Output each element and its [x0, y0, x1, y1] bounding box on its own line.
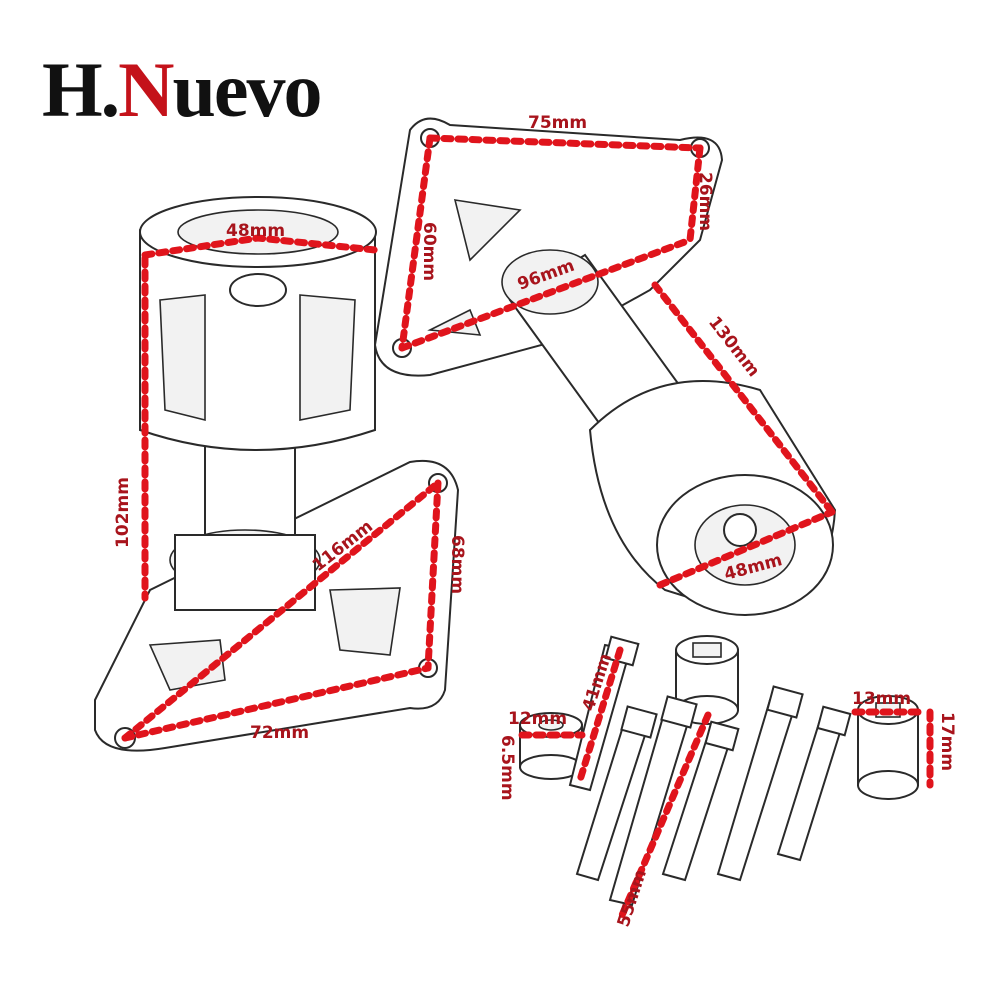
label-left-plate-width: 72mm — [250, 723, 309, 743]
label-left-plate-height: 68mm — [447, 535, 467, 594]
label-left-height: 102mm — [113, 477, 133, 548]
right-frame-slider — [373, 117, 837, 617]
label-right-plate-height-left: 60mm — [419, 222, 439, 281]
brand-logo-part1: H. — [42, 46, 120, 133]
bolt-2 — [575, 705, 658, 882]
dim-line-left-plate-h — [424, 479, 442, 672]
bolt-6 — [776, 705, 852, 862]
dim-line-bolt-short — [576, 646, 624, 784]
brand-logo: H.Nuevo — [42, 40, 323, 140]
left-frame-slider — [94, 196, 460, 752]
side-spacer — [857, 695, 919, 800]
left-puck-bolt — [229, 273, 287, 307]
label-spacer-height: 17mm — [937, 712, 957, 771]
label-right-plate-height-right: 26mm — [695, 172, 715, 231]
dim-line-right-right — [686, 144, 704, 244]
dimension-lines — [121, 134, 934, 924]
bolt-5 — [716, 685, 804, 882]
label-spacer-diameter: 13mm — [852, 689, 911, 709]
bolt-3 — [608, 695, 698, 907]
label-right-length: 130mm — [704, 313, 763, 381]
dim-line-bolt-long — [616, 711, 712, 924]
label-washer-thickness: 6.5mm — [497, 735, 517, 801]
label-left-top-width: 48mm — [226, 221, 285, 241]
bolt-4 — [661, 720, 740, 882]
label-right-plate-width: 75mm — [528, 113, 587, 133]
dim-line-right-left — [398, 134, 434, 352]
dim-line-left-top — [141, 234, 379, 259]
dim-line-right-cap — [656, 508, 836, 589]
dim-line-right-length — [651, 281, 836, 516]
right-puck-bolt — [723, 513, 757, 547]
left-plate-cutout-2 — [148, 639, 226, 691]
right-plate-cutout-1 — [453, 199, 522, 262]
dim-line-right-diagonal — [398, 236, 694, 352]
right-mount-plate — [373, 117, 724, 377]
dim-line-left-plate-w — [121, 664, 432, 742]
left-puck-groove-2 — [299, 294, 356, 421]
label-washer-diameter: 12mm — [508, 709, 567, 729]
dim-line-right-top — [426, 134, 704, 152]
brand-logo-part3: uevo — [172, 46, 323, 133]
left-puck-groove-1 — [159, 294, 206, 422]
left-shaft-base — [174, 534, 316, 611]
hardware-set — [519, 635, 919, 907]
dim-line-left-diagonal — [121, 479, 442, 742]
brand-logo-part2: N — [118, 46, 174, 133]
left-plate-cutout-1 — [329, 587, 401, 656]
